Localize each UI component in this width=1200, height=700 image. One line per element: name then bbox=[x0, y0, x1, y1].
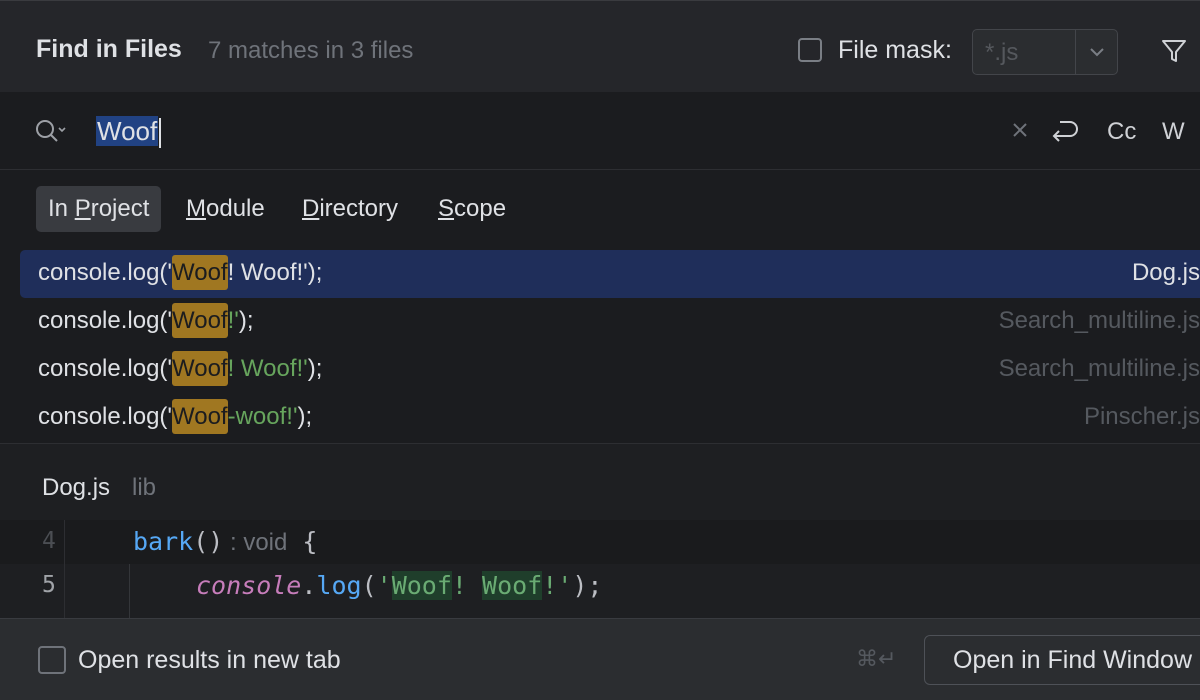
code-string: ! bbox=[451, 571, 483, 600]
result-row[interactable]: console.log('Woof! Woof!'); Dog.js bbox=[20, 250, 1200, 298]
function-name: bark bbox=[133, 527, 194, 556]
file-mask-label: File mask: bbox=[838, 36, 952, 64]
code-suffix: ); bbox=[297, 403, 313, 430]
code-paren: ); bbox=[572, 571, 603, 600]
code-string: !' bbox=[542, 571, 573, 600]
tab-label: In bbox=[48, 195, 75, 222]
match-highlight: Woof bbox=[172, 255, 228, 290]
result-row[interactable]: console.log('Woof-woof!'); Pinscher.js bbox=[20, 394, 1200, 442]
code-content: bark() : void { bbox=[133, 527, 317, 557]
search-query-text: Woof bbox=[96, 116, 159, 146]
tab-scope[interactable]: Scope bbox=[426, 186, 518, 232]
dialog-header: Find in Files 7 matches in 3 files File … bbox=[0, 0, 1200, 92]
code-content: console.log('Woof! Woof!'); bbox=[196, 571, 602, 600]
search-row: Woof Cc W bbox=[0, 92, 1200, 170]
code-paren: ( bbox=[361, 571, 377, 600]
file-mask-checkbox[interactable] bbox=[798, 38, 822, 62]
tab-mnemonic: S bbox=[438, 195, 455, 222]
tab-in-project[interactable]: In Project bbox=[36, 186, 162, 232]
string-rest: -woof!' bbox=[227, 403, 298, 430]
match-highlight: Woof bbox=[172, 351, 228, 386]
type-hint: : void bbox=[223, 529, 288, 556]
open-find-window-label: Open in Find Window bbox=[953, 646, 1193, 674]
code-prefix: console.log(' bbox=[38, 259, 172, 286]
match-highlight: Woof bbox=[172, 399, 228, 434]
result-code: console.log('Woof!'); bbox=[38, 303, 254, 338]
open-find-window-button[interactable]: Open in Find Window bbox=[924, 635, 1200, 685]
file-mask-combobox[interactable]: *.js bbox=[972, 29, 1118, 75]
result-file-name: Dog.js bbox=[1131, 259, 1200, 286]
preview-directory: lib bbox=[132, 474, 157, 501]
preview-header: Dog.js lib bbox=[0, 444, 1200, 520]
code-dot: . bbox=[301, 571, 317, 600]
result-code: console.log('Woof! Woof!'); bbox=[38, 255, 323, 290]
text-caret bbox=[159, 118, 162, 149]
code-prefix: console.log(' bbox=[38, 355, 172, 382]
tab-mnemonic: M bbox=[186, 195, 206, 222]
dialog-footer: Open results in new tab ⌘↵ Open in Find … bbox=[0, 618, 1200, 700]
tab-mnemonic: P bbox=[74, 195, 91, 222]
result-row[interactable]: console.log('Woof!'); Search_multiline.j… bbox=[20, 298, 1200, 346]
match-summary: 7 matches in 3 files bbox=[208, 37, 414, 64]
code-suffix: ); bbox=[307, 259, 323, 286]
code-line: 5 console.log('Woof! Woof!'); bbox=[0, 564, 1200, 608]
file-mask-input[interactable]: *.js bbox=[985, 39, 1019, 66]
clear-icon[interactable] bbox=[1010, 120, 1030, 140]
shortcut-hint: ⌘↵ bbox=[856, 646, 897, 671]
tab-label: roject bbox=[90, 195, 150, 222]
string-rest: !' bbox=[227, 307, 239, 334]
result-row[interactable]: console.log('Woof! Woof!'); Search_multi… bbox=[20, 346, 1200, 394]
new-line-icon[interactable] bbox=[1048, 116, 1080, 146]
code-line: 4 bark() : void { bbox=[0, 520, 1200, 564]
line-number: 5 bbox=[42, 572, 56, 598]
filter-icon[interactable] bbox=[1160, 37, 1188, 65]
search-input[interactable]: Woof bbox=[96, 114, 162, 149]
tab-label: cope bbox=[454, 195, 507, 222]
code-prefix: console.log(' bbox=[38, 307, 172, 334]
open-new-tab-checkbox[interactable] bbox=[38, 646, 66, 674]
combobox-divider bbox=[1075, 30, 1076, 74]
code-match-highlight: Woof bbox=[482, 571, 543, 600]
search-history-icon[interactable] bbox=[34, 118, 70, 144]
code-suffix: ); bbox=[307, 355, 323, 382]
results-list: console.log('Woof! Woof!'); Dog.js conso… bbox=[0, 248, 1200, 444]
code-string: ' bbox=[376, 571, 392, 600]
whole-words-toggle[interactable]: W bbox=[1162, 118, 1185, 145]
code-prefix: console.log(' bbox=[38, 403, 172, 430]
code-method: log bbox=[316, 571, 362, 600]
chevron-down-icon[interactable] bbox=[1085, 42, 1109, 62]
tab-label: odule bbox=[206, 195, 265, 222]
string-rest: ! Woof!' bbox=[227, 355, 308, 382]
tab-directory[interactable]: Directory bbox=[290, 186, 410, 232]
code-parens: () bbox=[193, 527, 224, 556]
match-case-toggle[interactable]: Cc bbox=[1107, 118, 1137, 145]
preview-file-name: Dog.js bbox=[42, 474, 111, 501]
open-new-tab-label: Open results in new tab bbox=[78, 646, 341, 674]
result-code: console.log('Woof! Woof!'); bbox=[38, 351, 323, 386]
dialog-title: Find in Files bbox=[36, 35, 182, 63]
code-preview[interactable]: 4 bark() : void { 5 console.log('Woof! W… bbox=[0, 520, 1200, 618]
tab-module[interactable]: Module bbox=[174, 186, 277, 232]
tab-label: irectory bbox=[319, 195, 399, 222]
code-suffix: ); bbox=[238, 307, 254, 334]
code-match-highlight: Woof bbox=[391, 571, 452, 600]
result-file-name: Search_multiline.js bbox=[998, 307, 1200, 334]
gutter-divider bbox=[64, 520, 65, 618]
line-number: 4 bbox=[42, 528, 56, 554]
string-rest: ! Woof!' bbox=[227, 259, 308, 286]
match-highlight: Woof bbox=[172, 303, 228, 338]
scope-tabs: In Project Module Directory Scope bbox=[0, 170, 1200, 248]
result-file-name: Pinscher.js bbox=[1083, 403, 1200, 430]
code-object: console bbox=[196, 571, 302, 600]
result-code: console.log('Woof-woof!'); bbox=[38, 399, 313, 434]
result-file-name: Search_multiline.js bbox=[998, 355, 1200, 382]
tab-mnemonic: D bbox=[302, 195, 320, 222]
code-brace: { bbox=[287, 527, 318, 556]
indent-guide bbox=[129, 564, 130, 618]
